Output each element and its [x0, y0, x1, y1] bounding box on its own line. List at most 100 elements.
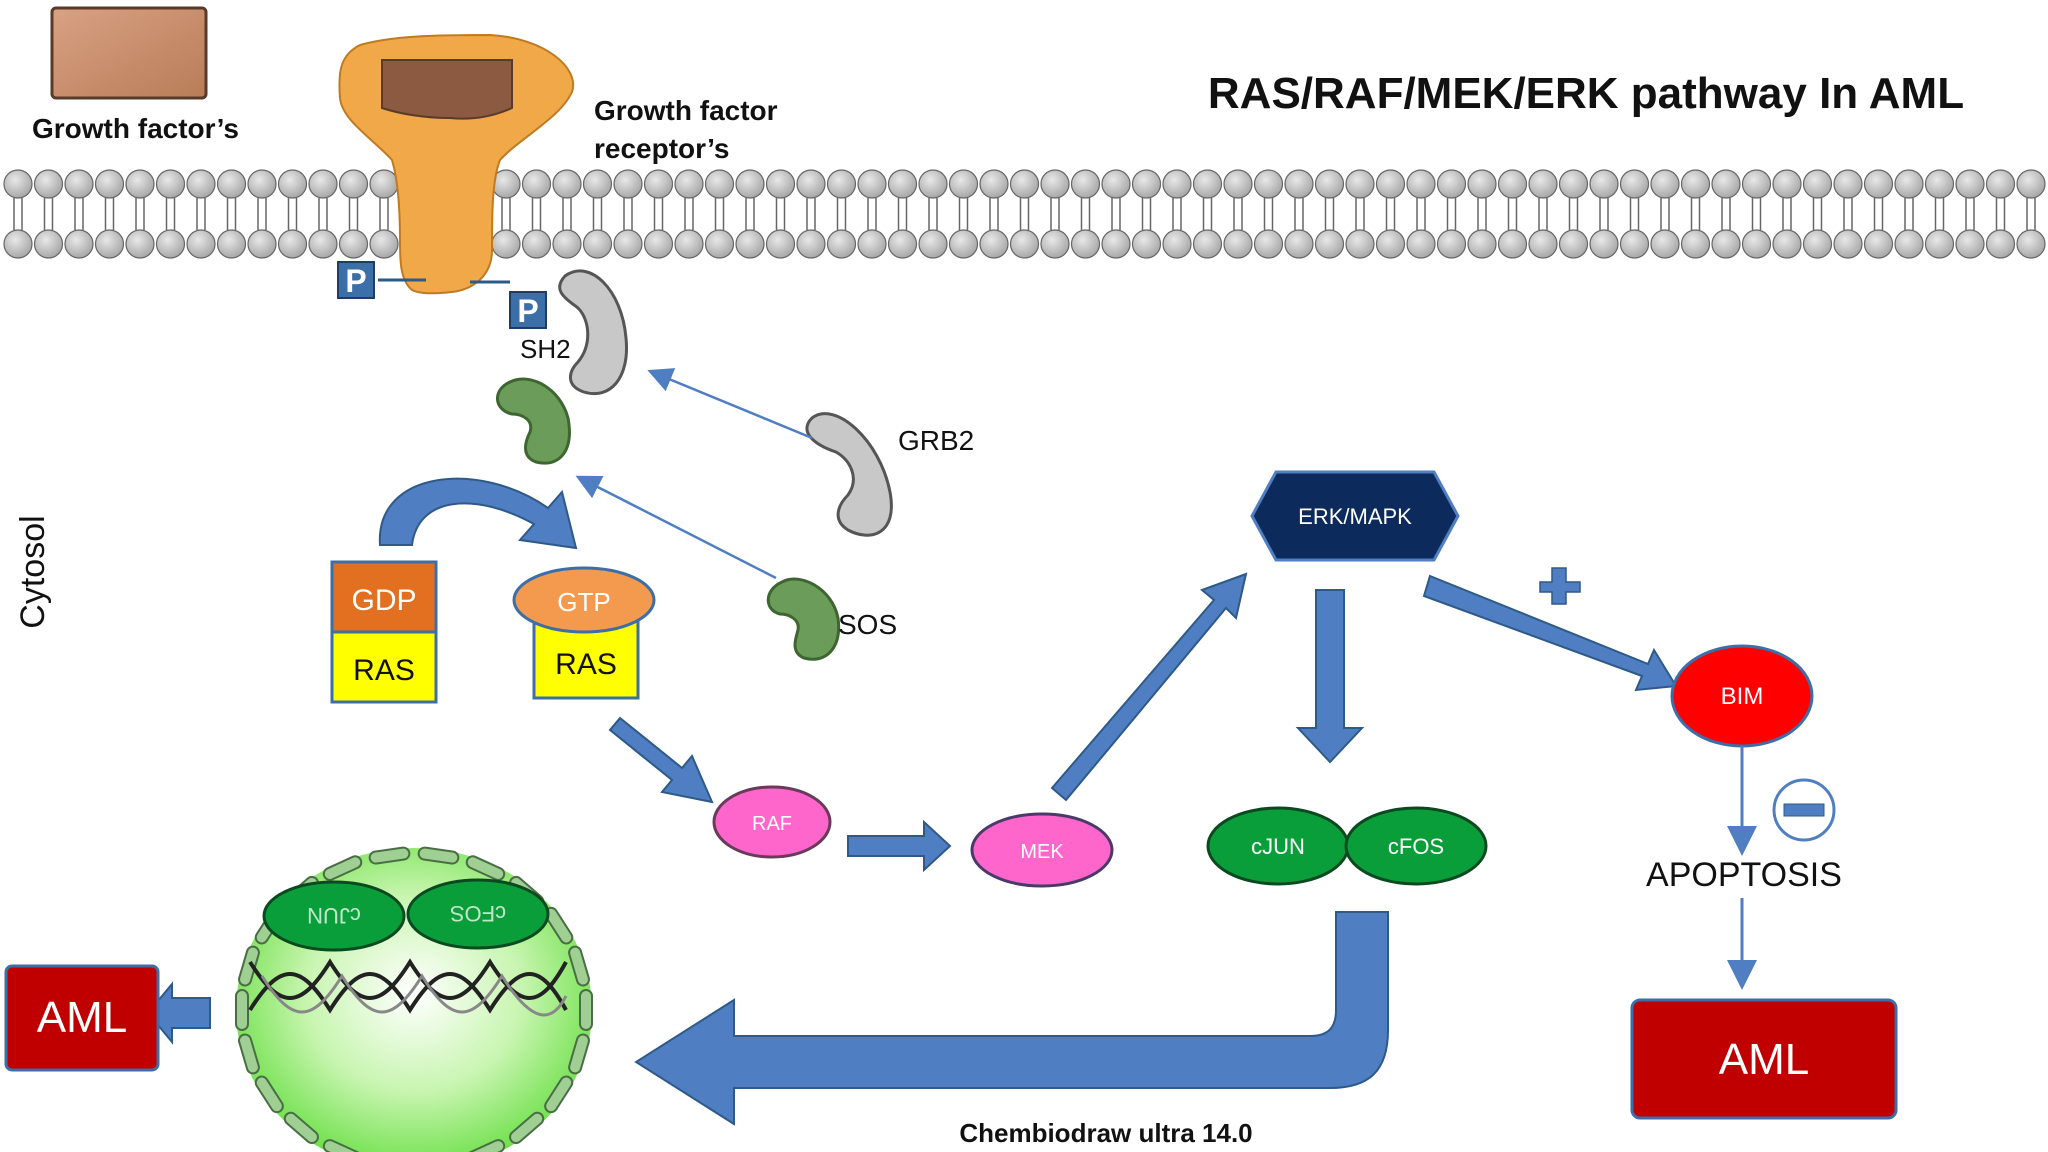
erk-mapk-label: ERK/MAPK — [1298, 504, 1412, 529]
bim-label: BIM — [1721, 683, 1764, 710]
growth-factor-label: Growth factor’s — [32, 113, 239, 144]
gdp-to-gtp-curved-arrow — [378, 477, 578, 550]
lipid-head — [1558, 229, 1589, 259]
lipid-head — [186, 229, 216, 259]
lipid-head — [1863, 169, 1894, 199]
lipid-head — [765, 169, 796, 199]
lipid-head — [1131, 229, 1162, 259]
lipid-head — [1009, 169, 1040, 199]
lipid-head — [1924, 169, 1955, 199]
svg-text:P: P — [517, 293, 538, 329]
lipid-head — [308, 229, 338, 259]
lipid-head — [1833, 169, 1863, 199]
lipid-head — [1253, 229, 1284, 259]
grb2-icon — [805, 412, 893, 537]
lipid-head — [1802, 229, 1833, 259]
sh2-domain-icon — [558, 269, 628, 396]
lipid-head — [369, 169, 399, 199]
lipid-head — [1497, 229, 1528, 259]
lipid-head — [1162, 229, 1192, 259]
lipid-head — [94, 229, 125, 259]
lipid-head — [1894, 229, 1924, 259]
lipid-head — [155, 229, 186, 259]
lipid-head — [857, 229, 887, 259]
lipid-head — [1650, 169, 1680, 199]
cell-membrane — [3, 169, 2046, 259]
lipid-head — [1162, 169, 1192, 199]
ras-inactive-label: RAS — [353, 654, 415, 687]
lipid-head — [521, 169, 552, 199]
lipid-head — [1467, 169, 1497, 199]
svg-text:P: P — [345, 263, 366, 299]
lipid-head — [1863, 229, 1894, 259]
lipid-head — [33, 169, 64, 199]
mek-to-erk-arrow — [1050, 572, 1248, 802]
bound-growth-factor-icon — [381, 59, 513, 120]
lipid-head — [1497, 169, 1528, 199]
lipid-head — [948, 169, 979, 199]
lipid-head — [521, 229, 552, 259]
ras-gdp-complex: GDP RAS — [330, 560, 438, 704]
nuclear-pore — [568, 945, 590, 987]
aml-label-left: AML — [37, 993, 127, 1042]
lipid-head — [1345, 169, 1375, 199]
lipid-head — [64, 169, 94, 199]
lipid-head — [796, 229, 826, 259]
lipid-head — [1772, 229, 1802, 259]
lipid-head — [2016, 229, 2046, 259]
lipid-head — [1131, 169, 1162, 199]
lipid-head — [1314, 169, 1345, 199]
lipid-head — [1619, 169, 1650, 199]
nuclear-pore — [544, 1075, 574, 1114]
lipid-head — [1772, 169, 1802, 199]
sos-icon — [766, 577, 841, 661]
cjun-label: cJUN — [1251, 834, 1305, 859]
lipid-head — [94, 169, 125, 199]
mek-label: MEK — [1020, 841, 1064, 863]
cfos-label: cFOS — [1388, 834, 1444, 859]
lipid-head — [674, 169, 704, 199]
sos-label: SOS — [838, 609, 897, 640]
lipid-head — [918, 169, 948, 199]
lipid-head — [1741, 169, 1772, 199]
receptor-label-line2: receptor’s — [594, 133, 729, 164]
lipid-head — [369, 229, 399, 259]
gtp-label: GTP — [557, 587, 610, 617]
receptor-label-line1: Growth factor — [594, 95, 778, 126]
nuclear-cjun-node: cJUN — [262, 880, 406, 952]
lipid-head — [1528, 229, 1558, 259]
lipid-head — [613, 169, 643, 199]
lipid-head — [735, 169, 765, 199]
lipid-head — [1070, 169, 1101, 199]
nuclear-pore — [254, 1075, 284, 1114]
nuclear-pore — [368, 846, 411, 865]
lipid-head — [247, 169, 277, 199]
cfos-node: cFOS — [1344, 806, 1488, 886]
lipid-head — [33, 229, 64, 259]
lipid-head — [1924, 229, 1955, 259]
lipid-head — [1436, 169, 1467, 199]
lipid-head — [826, 229, 857, 259]
erk-to-bim-arrow — [1422, 574, 1678, 692]
lipid-head — [887, 169, 918, 199]
lipid-head — [582, 229, 613, 259]
lipid-head — [1040, 229, 1070, 259]
aml-outcome-box-left: AML — [4, 964, 160, 1072]
nuclear-pore — [568, 1033, 590, 1075]
lipid-head — [979, 169, 1009, 199]
lipid-head — [552, 169, 582, 199]
lipid-head — [1528, 169, 1558, 199]
lipid-head — [1284, 229, 1314, 259]
lipid-head — [1223, 169, 1253, 199]
lipid-head — [1375, 229, 1406, 259]
nuclear-cfos-node: cFOS — [406, 878, 550, 950]
lipid-head — [308, 169, 338, 199]
lipid-head — [704, 169, 735, 199]
nucleus: cJUN cFOS — [235, 846, 593, 1152]
lipid-head — [826, 169, 857, 199]
software-credit: Chembiodraw ultra 14.0 — [959, 1118, 1252, 1148]
lipid-head — [1101, 169, 1131, 199]
lipid-head — [155, 169, 186, 199]
lipid-head — [643, 229, 674, 259]
